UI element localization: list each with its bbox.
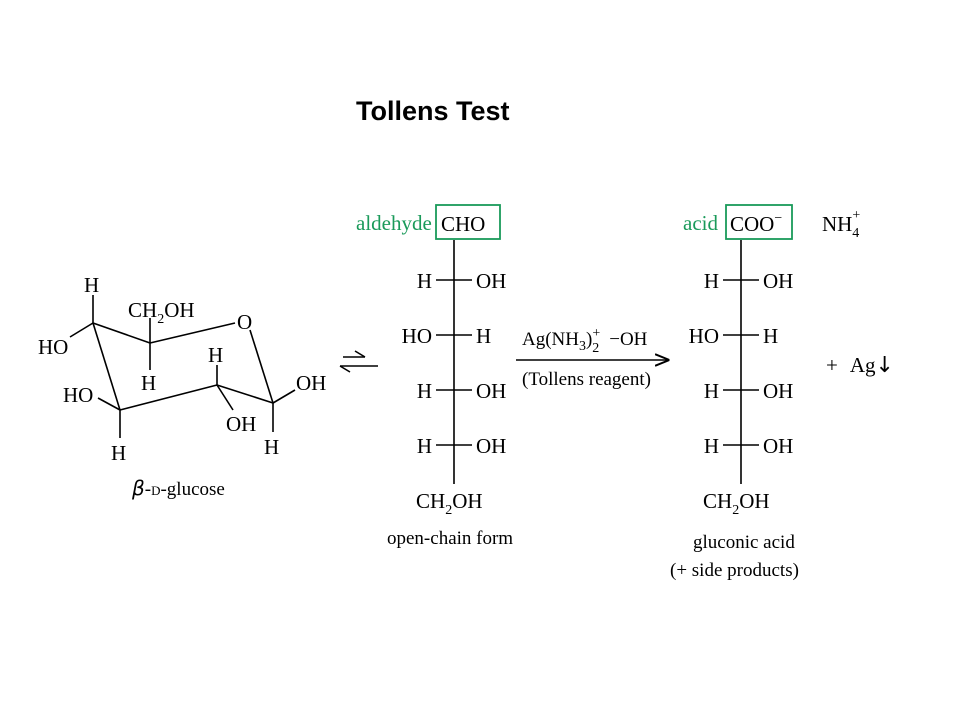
row-left-label: H: [417, 269, 432, 293]
atom-label: CH2OH: [128, 298, 195, 327]
row-right-label: OH: [763, 379, 793, 403]
row-left-label: H: [417, 379, 432, 403]
row-right-label: OH: [476, 379, 506, 403]
atom-label: OH: [296, 371, 326, 395]
atom-label: H: [111, 441, 126, 465]
acid-tag: acid: [683, 211, 718, 235]
reagent-formula: Ag(NH3)+2−OH: [522, 326, 648, 356]
row-right-label: OH: [476, 434, 506, 458]
substituent-bond: [69, 322, 94, 338]
bottom-group: CH2OH: [703, 489, 770, 518]
ring-bond: [92, 322, 121, 411]
row-right-label: OH: [476, 269, 506, 293]
open-chain-structure: aldehyde CHO H OH HO H H OH H OH CH2OH o…: [356, 204, 513, 549]
row-left-label: H: [417, 434, 432, 458]
open-chain-caption: open-chain form: [387, 528, 513, 549]
ring-bond: [149, 322, 236, 344]
silver-product: +Ag↓: [826, 353, 894, 378]
substituent-bond: [216, 384, 234, 411]
byproducts: NH+4 +Ag↓: [822, 208, 894, 378]
product-caption: gluconic acid: [693, 532, 795, 553]
atom-label: H: [141, 371, 156, 395]
row-left-label: H: [704, 269, 719, 293]
row-right-label: OH: [763, 269, 793, 293]
acid-group: COO−: [730, 211, 782, 236]
bottom-group: CH2OH: [416, 489, 483, 518]
aldehyde-tag: aldehyde: [356, 211, 432, 235]
row-left-label: HO: [402, 324, 432, 348]
equilibrium-arrow: [339, 350, 378, 373]
beta-d-glucose-structure: H CH2OH O HO H H HO OH OH H H β-D-glucos…: [38, 273, 326, 500]
ring-bond: [119, 384, 218, 411]
aldehyde-box: [435, 204, 501, 240]
row-left-label: H: [704, 379, 719, 403]
substituent-bond: [272, 389, 296, 404]
atom-label: H: [208, 343, 223, 367]
reagent-name: (Tollens reagent): [522, 369, 651, 390]
atom-label: H: [264, 435, 279, 459]
atom-label: HO: [63, 383, 93, 407]
ring-bond: [92, 322, 151, 344]
ammonium-ion: NH+4: [822, 208, 860, 241]
product-caption-secondary: (+ side products): [670, 560, 799, 581]
atom-label: H: [84, 273, 99, 297]
acid-box: [725, 204, 793, 240]
row-left-label: H: [704, 434, 719, 458]
ring-bond: [216, 384, 274, 404]
aldehyde-group: CHO: [441, 212, 485, 236]
glucose-caption: β-D-glucose: [131, 476, 225, 500]
row-left-label: HO: [689, 324, 719, 348]
substituent-bond: [97, 397, 121, 411]
gluconic-acid-structure: acid COO− H OH HO H H OH H OH CH2OH gluc…: [670, 204, 799, 581]
atom-label: HO: [38, 335, 68, 359]
ring-bond: [249, 329, 274, 404]
row-right-label: H: [476, 324, 491, 348]
row-right-label: OH: [763, 434, 793, 458]
ring-oxygen-label: O: [237, 310, 252, 334]
reaction-arrow: Ag(NH3)+2−OH (Tollens reagent): [516, 326, 668, 390]
atom-label: OH: [226, 412, 256, 436]
row-right-label: H: [763, 324, 778, 348]
page-title: Tollens Test: [356, 96, 510, 126]
